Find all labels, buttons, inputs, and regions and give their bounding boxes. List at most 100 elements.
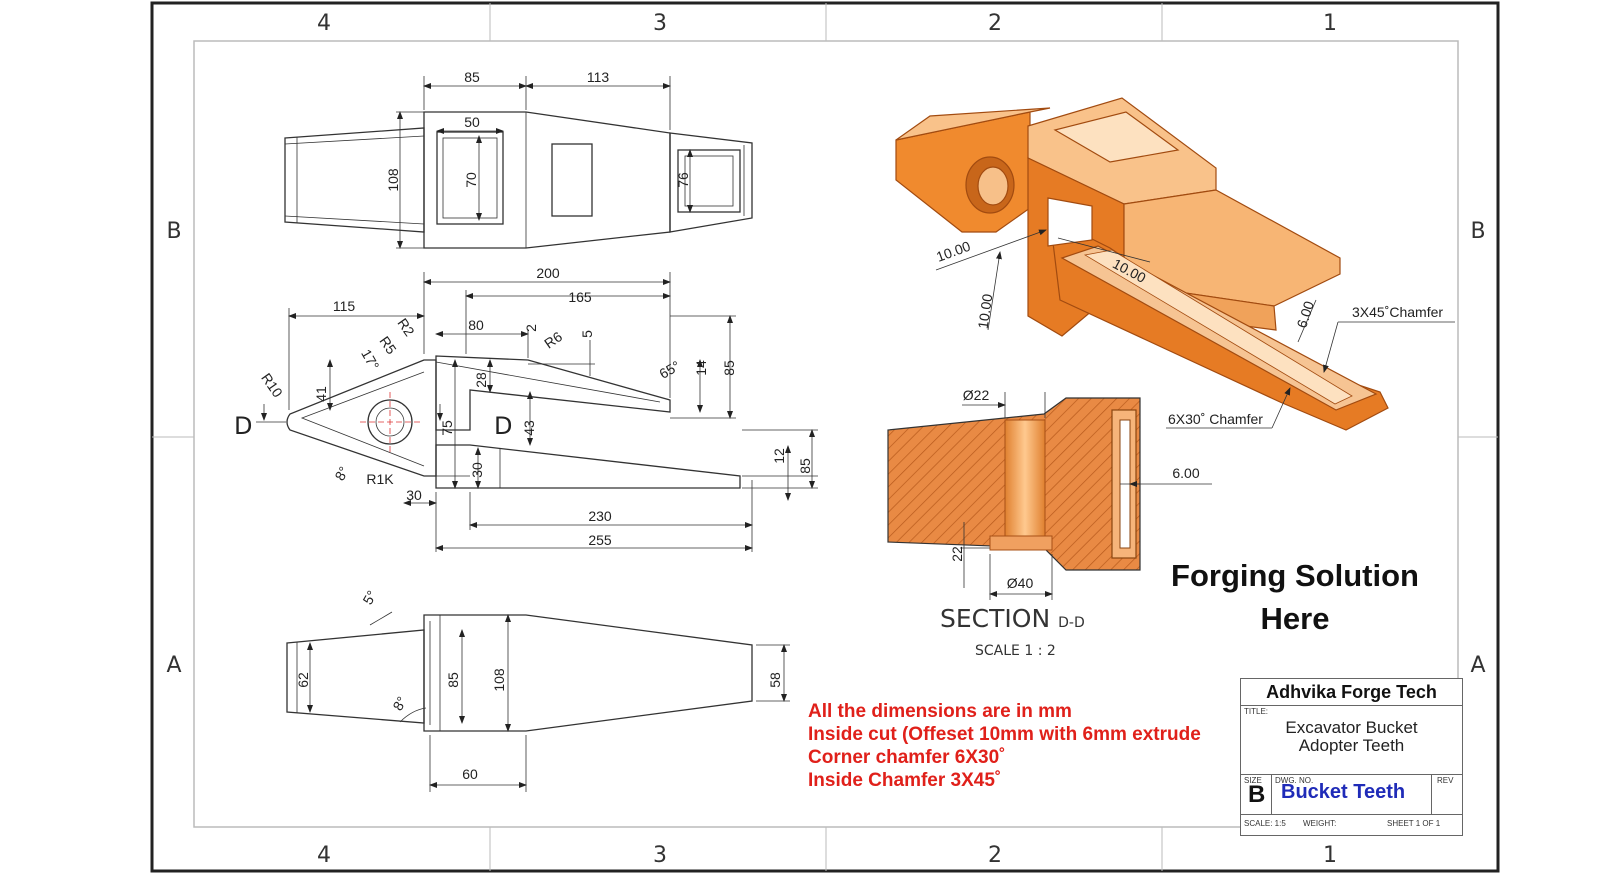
- dim-bot-85: 85: [445, 672, 461, 688]
- dim-iso-10b: 10.00: [975, 293, 996, 330]
- note-line: Inside Chamfer 3X45˚: [808, 770, 1002, 791]
- zone-row-a-right: A: [1470, 653, 1485, 678]
- zone-col-4-top: 4: [317, 11, 331, 36]
- section-label: D-D: [1058, 615, 1085, 631]
- zone-row-b-left: B: [166, 219, 181, 244]
- dim-side-r6: R6: [541, 328, 565, 351]
- dim-side-r5: R5: [376, 333, 399, 357]
- note-line: Corner chamfer 6X30˚: [808, 747, 1006, 768]
- dim-top-85: 85: [464, 69, 480, 85]
- drawing-title: Excavator Bucket Adopter Teeth: [1241, 719, 1462, 755]
- drawing-number: Bucket Teeth: [1281, 781, 1406, 803]
- dim-side-85b: 85: [797, 458, 813, 474]
- dim-side-17: 17°: [358, 346, 382, 372]
- title-block-divider: [1241, 774, 1462, 775]
- dim-bot-108: 108: [491, 668, 507, 692]
- dim-top-50: 50: [464, 114, 480, 130]
- dim-side-5: 5: [579, 330, 595, 338]
- dim-side-30b: 30: [469, 462, 485, 478]
- zone-col-4-bottom: 4: [317, 843, 331, 868]
- forging-banner: Forging Solution Here: [1170, 554, 1420, 640]
- forging-banner-line2: Here: [1260, 601, 1330, 636]
- section-marker-d-left: D: [234, 412, 252, 440]
- drawing-title-line2: Adopter Teeth: [1298, 736, 1405, 755]
- dim-bot-62: 62: [295, 672, 311, 688]
- section-title-text: SECTION: [940, 604, 1051, 633]
- title-block-divider: [1431, 774, 1432, 814]
- dim-side-85a: 85: [721, 360, 737, 376]
- dim-top-113: 113: [587, 69, 610, 85]
- forging-banner-line1: Forging Solution: [1171, 558, 1419, 593]
- note-line: Inside cut (Offeset 10mm with 6mm extrud…: [808, 724, 1201, 745]
- isometric-view: [895, 97, 1389, 431]
- dim-bot-8: 8°: [389, 694, 410, 714]
- dim-side-115: 115: [333, 298, 356, 314]
- scale-label: SCALE: 1:5: [1244, 819, 1286, 828]
- dim-sec-6: 6.00: [1172, 465, 1199, 481]
- dim-top-76: 76: [675, 172, 691, 188]
- sheet-label: SHEET 1 OF 1: [1387, 819, 1441, 828]
- dim-iso-10a: 10.00: [934, 238, 973, 265]
- dim-side-r2: R2: [394, 315, 417, 339]
- side-centerlines: [360, 392, 420, 452]
- dim-iso-chamfer-6x30: 6X30˚ Chamfer: [1168, 411, 1263, 427]
- dimension-lines: [256, 76, 1455, 792]
- zone-col-1-bottom: 1: [1323, 843, 1337, 868]
- dim-side-65: 65°: [656, 357, 682, 381]
- zone-col-3-bottom: 3: [653, 843, 667, 868]
- title-label: TITLE:: [1244, 707, 1269, 716]
- dim-side-200: 200: [536, 265, 560, 281]
- dim-side-43: 43: [521, 420, 537, 436]
- title-block-divider: [1241, 814, 1462, 815]
- dim-side-80: 80: [468, 317, 484, 333]
- weight-label: WEIGHT:: [1303, 819, 1337, 828]
- dim-top-108: 108: [385, 168, 401, 192]
- dim-side-165: 165: [568, 289, 592, 305]
- zone-row-b-right: B: [1470, 219, 1485, 244]
- dim-sec-d40: Ø40: [1007, 575, 1034, 591]
- zone-col-2-top: 2: [988, 11, 1002, 36]
- dim-top-70: 70: [463, 172, 479, 188]
- dim-iso-chamfer-3x45: 3X45˚Chamfer: [1352, 304, 1443, 320]
- section-scale: SCALE 1 : 2: [975, 643, 1056, 659]
- sheet-size: B: [1248, 781, 1266, 808]
- dim-side-28: 28: [473, 372, 489, 388]
- dim-iso-6: 6.00: [1293, 299, 1317, 330]
- dwg-no-label: DWG. NO.: [1275, 776, 1314, 785]
- side-view: [286, 355, 741, 489]
- dim-side-30a: 30: [406, 487, 422, 503]
- dim-bot-5: 5°: [359, 588, 380, 608]
- title-block: Adhvika Forge Tech TITLE: Excavator Buck…: [1240, 678, 1463, 836]
- dim-side-2: 2: [523, 324, 539, 332]
- section-marker-d-right: D: [494, 412, 512, 440]
- dim-bot-60: 60: [462, 766, 478, 782]
- section-title: SECTION D-D: [940, 604, 1085, 633]
- drawing-notes: All the dimensions are in mm Inside cut …: [808, 700, 1201, 792]
- dim-sec-d22: Ø22: [963, 387, 990, 403]
- bottom-view: [286, 614, 753, 732]
- zone-row-a-left: A: [166, 653, 181, 678]
- dim-bot-58: 58: [767, 672, 783, 688]
- size-label: SIZE: [1244, 776, 1262, 785]
- drawing-title-line1: Excavator Bucket: [1285, 718, 1418, 737]
- company-name: Adhvika Forge Tech: [1241, 679, 1462, 706]
- dim-side-230: 230: [588, 508, 612, 524]
- zone-col-2-bottom: 2: [988, 843, 1002, 868]
- dim-sec-22: 22: [949, 546, 965, 562]
- dim-side-12: 12: [771, 448, 787, 464]
- section-view: [887, 397, 1141, 571]
- dim-side-14: 14: [693, 360, 709, 376]
- note-line: All the dimensions are in mm: [808, 701, 1072, 722]
- zone-col-1-top: 1: [1323, 11, 1337, 36]
- dim-side-41: 41: [313, 386, 329, 402]
- zone-col-3-top: 3: [653, 11, 667, 36]
- dim-side-75: 75: [439, 420, 455, 436]
- dim-side-r10: R10: [258, 370, 286, 400]
- title-block-divider: [1271, 774, 1272, 814]
- dim-side-8: 8°: [331, 464, 352, 484]
- rev-label: REV: [1437, 776, 1454, 785]
- zone-ticks: [152, 3, 1498, 871]
- dim-side-r1k: R1K: [366, 471, 394, 487]
- dim-side-255: 255: [588, 532, 612, 548]
